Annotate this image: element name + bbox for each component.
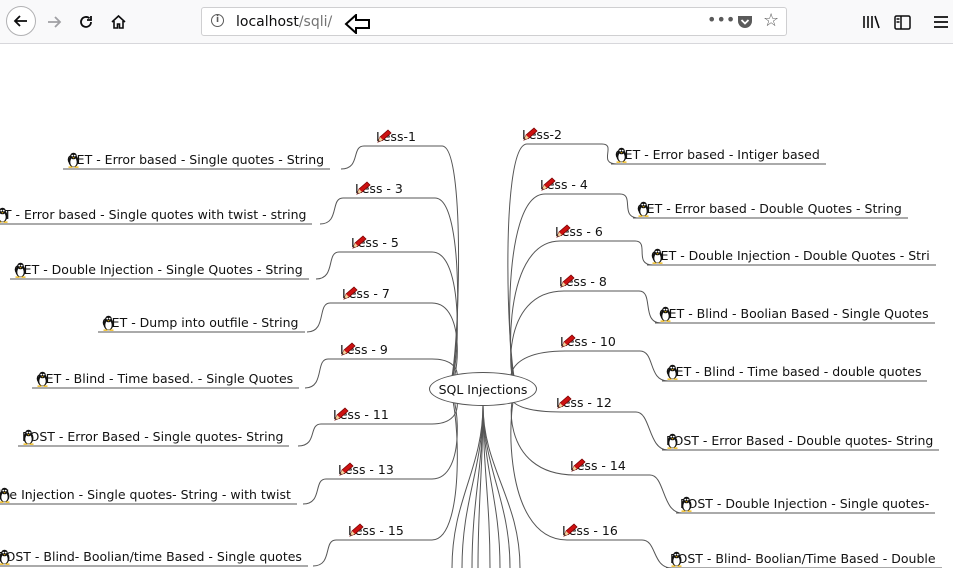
lesson-title-7[interactable]: GET - Dump into outfile - String: [102, 315, 299, 331]
less-node-9[interactable]: Less - 9: [340, 342, 388, 358]
edge-center-to-less: [510, 290, 565, 390]
lesson-title-4[interactable]: GET - Error based - Double Quotes - Stri…: [637, 201, 902, 217]
lesson-title-9[interactable]: GET - Blind - Time based. - Single Quote…: [36, 371, 293, 387]
lesson-title-16[interactable]: POST - Blind- Boolian/Time Based - Doubl…: [670, 551, 936, 567]
edge-center-to-less: [434, 197, 459, 390]
bookmark-star-icon[interactable]: ☆: [763, 10, 780, 31]
lesson-title-label: GET - Double Injection - Double Quotes -…: [651, 248, 930, 263]
less-node-4[interactable]: Less - 4: [540, 177, 588, 193]
menu-icon[interactable]: [927, 8, 953, 36]
lesson-title-1[interactable]: GET - Error based - Single quotes - Stri…: [67, 152, 324, 168]
less-node-13[interactable]: Less - 13: [338, 462, 394, 478]
lesson-title-label: POST - Double Injection - Single quotes-: [680, 496, 930, 511]
lesson-title-12[interactable]: POST - Error Based - Double quotes- Stri…: [666, 433, 933, 449]
edge-less-to-leaf: [319, 197, 344, 225]
edge-less-to-leaf: [304, 358, 329, 389]
center-node[interactable]: SQL Injections: [429, 372, 537, 406]
lesson-title-label: GET - Error based - Single quotes - Stri…: [67, 152, 325, 167]
lesson-title-label: POST - Blind- Boolian/Time Based - Doubl…: [670, 551, 936, 566]
lesson-title-15[interactable]: POST - Blind- Boolian/time Based - Singl…: [0, 549, 302, 565]
lesson-title-2[interactable]: GET - Error based - Intiger based: [615, 147, 820, 163]
url-bar[interactable]: i localhost/sqli/ ••• ☆: [201, 7, 787, 36]
edge-center-to-less: [431, 388, 458, 541]
edge-less-to-leaf: [635, 411, 669, 451]
edge-less-to-leaf: [639, 350, 669, 382]
edge-less-to-leaf: [649, 474, 683, 514]
browser-toolbar: i localhost/sqli/ ••• ☆: [0, 0, 953, 44]
edge-less-to-leaf: [302, 478, 327, 505]
edge-less-to-leaf: [312, 539, 337, 567]
lesson-title-11[interactable]: POST - Error Based - Single quotes- Stri…: [22, 429, 283, 445]
less-node-14[interactable]: Less - 14: [570, 458, 626, 474]
edge-less-to-leaf: [601, 143, 618, 165]
lesson-title-14[interactable]: POST - Double Injection - Single quotes-: [680, 496, 929, 512]
lesson-title-label: GET - Blind - Time based. - Single Quote…: [36, 371, 294, 386]
url-path: /sqli/: [298, 14, 333, 30]
url-text: localhost/sqli/: [236, 14, 332, 30]
page-actions-icon[interactable]: •••: [707, 10, 736, 29]
lesson-title-8[interactable]: GET - Blind - Boolian Based - Single Quo…: [659, 306, 929, 322]
mindmap-page: Less-1 GET - Error based - Single quotes…: [0, 44, 953, 568]
info-icon[interactable]: i: [211, 14, 224, 27]
lesson-title-label: ET - Error based - Single quotes with tw…: [0, 207, 307, 222]
pocket-icon[interactable]: [737, 14, 753, 33]
lesson-title-5[interactable]: GET - Double Injection - Single Quotes -…: [14, 262, 303, 278]
lesson-title-10[interactable]: GET - Blind - Time based - double quotes: [666, 364, 921, 380]
sidebar-icon[interactable]: [888, 8, 916, 36]
edge-less-to-leaf: [340, 145, 365, 170]
lesson-title-label: POST - Blind- Boolian/time Based - Singl…: [0, 549, 302, 564]
less-node-1[interactable]: Less-1: [376, 129, 416, 145]
less-node-5[interactable]: Less - 5: [351, 235, 399, 251]
lesson-title-label: GET - Double Injection - Single Quotes -…: [14, 262, 303, 277]
less-node-16[interactable]: Less - 16: [562, 523, 618, 539]
less-node-10[interactable]: Less - 10: [560, 334, 616, 350]
library-icon[interactable]: [857, 8, 885, 36]
lesson-title-label: GET - Blind - Time based - double quotes: [666, 364, 922, 379]
less-node-7[interactable]: Less - 7: [342, 286, 390, 302]
lesson-title-label: POST - Error Based - Double quotes- Stri…: [666, 433, 934, 448]
reload-icon[interactable]: [72, 8, 100, 36]
lesson-title-3[interactable]: ET - Error based - Single quotes with tw…: [0, 207, 306, 223]
lesson-title-label: GET - Error based - Double Quotes - Stri…: [637, 201, 902, 216]
edge-less-to-leaf: [306, 302, 331, 333]
less-node-2[interactable]: Less-2: [522, 127, 562, 143]
lesson-title-13[interactable]: ble Injection - Single quotes- String - …: [0, 487, 291, 503]
edge-less-to-leaf: [619, 193, 640, 219]
edge-less-to-leaf: [634, 240, 654, 266]
lesson-title-6[interactable]: GET - Double Injection - Double Quotes -…: [651, 248, 930, 264]
url-host: localhost: [236, 14, 299, 30]
less-node-3[interactable]: Less - 3: [355, 181, 403, 197]
edge-less-to-leaf: [315, 251, 340, 280]
edge-center-to-less: [509, 193, 546, 390]
less-node-6[interactable]: Less - 6: [555, 224, 603, 240]
offscreen-branch-edge: [482, 403, 501, 568]
less-node-12[interactable]: Less - 12: [556, 395, 612, 411]
offscreen-branch-edge: [482, 403, 521, 568]
less-node-11[interactable]: Less - 11: [333, 407, 389, 423]
lesson-title-label: GET - Blind - Boolian Based - Single Quo…: [659, 306, 929, 321]
edge-less-to-leaf: [297, 423, 322, 447]
edge-less-to-leaf: [638, 290, 662, 324]
mouse-cursor-icon: [344, 12, 372, 38]
less-node-8[interactable]: Less - 8: [559, 274, 607, 290]
edge-less-to-leaf: [641, 539, 673, 568]
forward-icon[interactable]: [40, 8, 68, 36]
home-icon[interactable]: [104, 8, 132, 36]
edge-center-to-less: [510, 240, 561, 390]
lesson-title-label: GET - Dump into outfile - String: [102, 315, 299, 330]
lesson-title-label: POST - Error Based - Single quotes- Stri…: [22, 429, 284, 444]
lesson-title-label: GET - Error based - Intiger based: [615, 147, 820, 162]
lesson-title-label: ble Injection - Single quotes- String - …: [0, 487, 291, 502]
back-icon[interactable]: [6, 6, 36, 36]
less-node-15[interactable]: Less - 15: [348, 523, 404, 539]
offscreen-branch-edge: [477, 403, 484, 568]
